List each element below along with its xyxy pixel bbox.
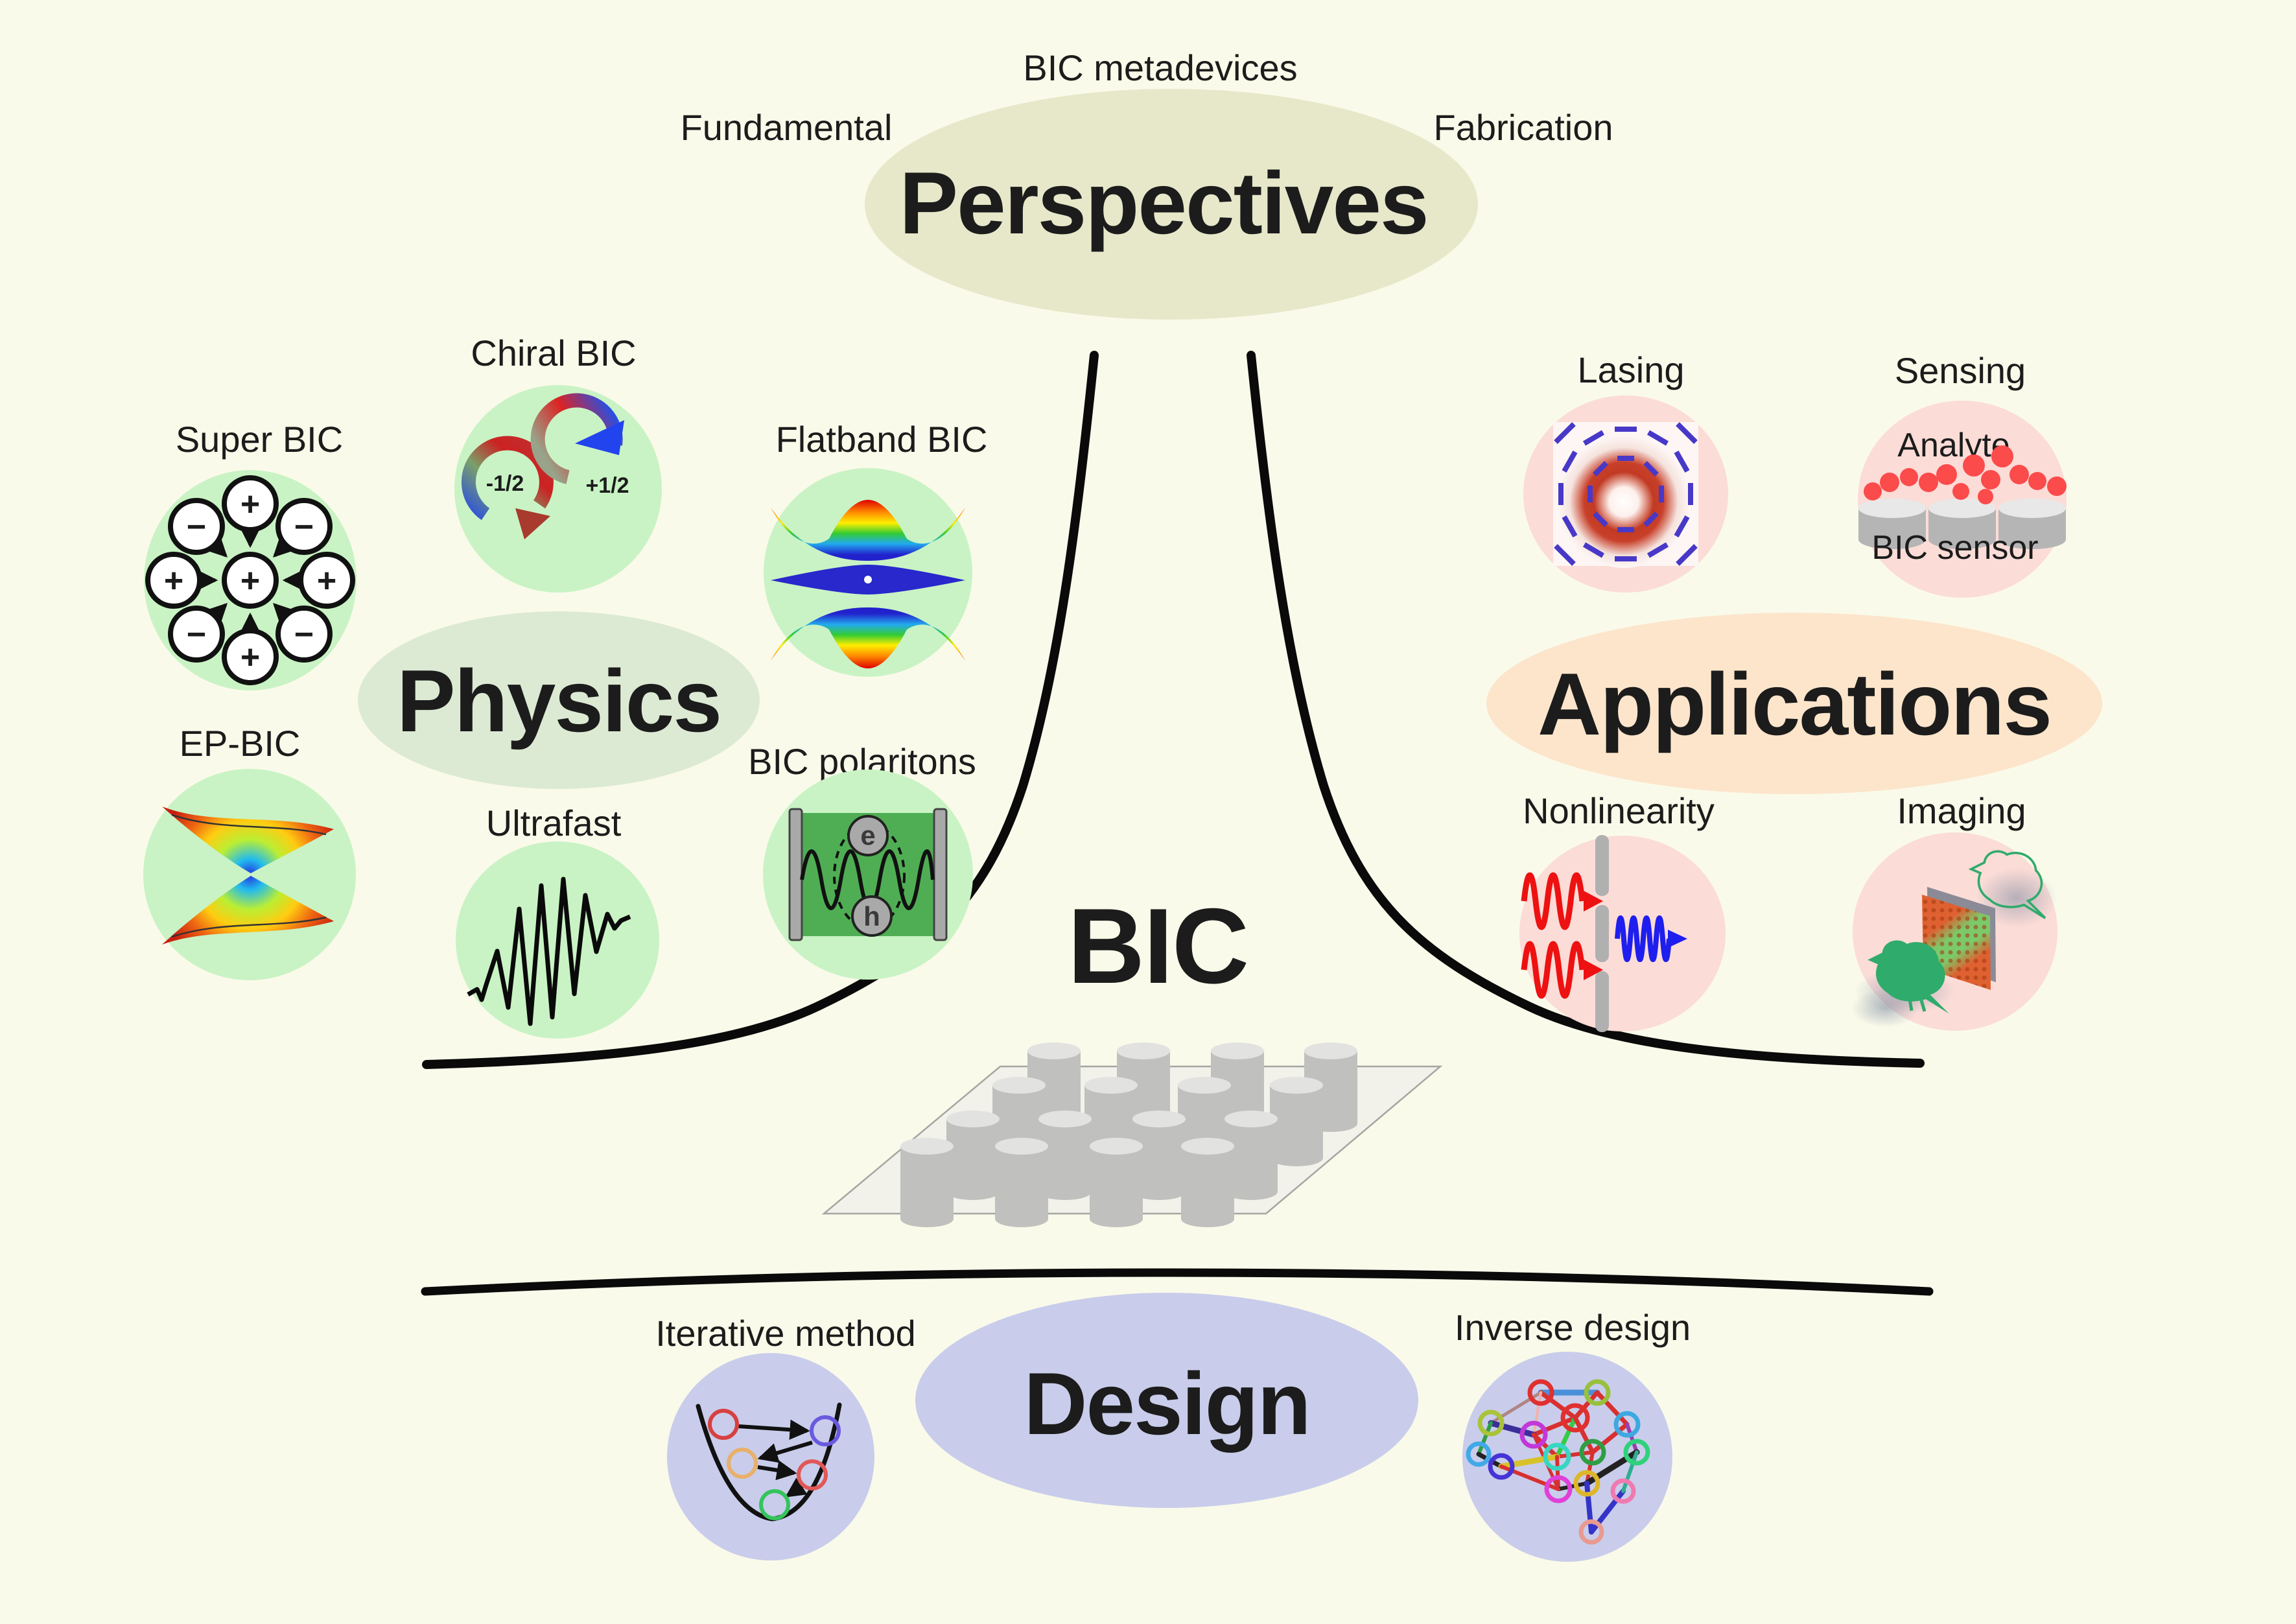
label-ultrafast: Ultrafast (486, 803, 622, 843)
harmonic-wave (1615, 915, 1672, 962)
network-nodes (1466, 1379, 1650, 1545)
bic-polaritons-icon: e h (763, 770, 973, 980)
analyte-molecules (1864, 445, 2067, 504)
nonlinearity-icon (1519, 835, 1726, 1032)
label-inverse-design: Inverse design (1455, 1307, 1691, 1348)
svg-text:−: − (187, 508, 206, 546)
charge-plus: + (240, 562, 260, 600)
physics-section: Physics Super BIC (143, 333, 987, 1039)
svg-text:+1/2: +1/2 (585, 473, 629, 498)
inverse-design-icon (1462, 1352, 1672, 1562)
super-bic-icon: + + − + − + − + − (144, 470, 357, 690)
svg-text:-1/2: -1/2 (486, 471, 524, 496)
applications-section: Applications Lasing Sensing (1486, 349, 2102, 1032)
pulse-waveform (467, 877, 631, 1026)
electron-label: e (860, 820, 875, 851)
label-sensing: Sensing (1895, 350, 2026, 391)
ultrafast-icon (456, 841, 659, 1039)
metasurface-slabs (1595, 835, 1609, 1032)
vortex-minus-half: -1/2 (461, 436, 554, 539)
flatband-bic-icon (764, 468, 972, 677)
iterative-method-icon (667, 1353, 874, 1560)
design-section: Design Iterative method Inverse design (655, 1293, 1691, 1562)
analyte-label: Analyte (1897, 427, 2009, 464)
center-bic-label: BIC (1068, 886, 1248, 1006)
optimization-steps (708, 1409, 841, 1520)
svg-text:−: − (294, 508, 314, 546)
label-imaging: Imaging (1897, 790, 2026, 831)
svg-text:+: + (317, 562, 336, 600)
lasing-icon (1523, 395, 1728, 593)
label-iterative-method: Iterative method (655, 1313, 916, 1354)
chiral-bic-icon: -1/2 +1/2 (454, 385, 662, 593)
bic-sensor-label: BIC sensor (1871, 529, 2038, 567)
label-ep-bic: EP-BIC (180, 723, 301, 764)
svg-text:−: − (294, 616, 314, 653)
cavity-mirror-right (933, 808, 948, 941)
laser-mode-spot (1558, 436, 1690, 568)
label-bic-metadevices: BIC metadevices (1023, 47, 1297, 88)
svg-text:−: − (187, 616, 206, 653)
polarization-dashes (1554, 422, 1698, 566)
label-fabrication: Fabrication (1433, 107, 1613, 148)
svg-text:+: + (164, 562, 183, 600)
physics-ellipse (358, 611, 760, 789)
curve-right-branch (1247, 351, 1925, 1068)
design-title: Design (1024, 1354, 1309, 1453)
applications-ellipse (1486, 613, 2102, 794)
label-fundamental: Fundamental (681, 107, 893, 148)
svg-text:+: + (240, 639, 260, 676)
imaging-icon (1851, 832, 2057, 1031)
label-flatband-bic: Flatband BIC (776, 419, 988, 460)
label-lasing: Lasing (1577, 349, 1684, 390)
applications-title: Applications (1538, 655, 2051, 753)
pump-waves (1521, 872, 1586, 999)
sensing-icon: Analyte BIC sensor (1858, 401, 2067, 598)
hole-label: h (863, 901, 880, 932)
label-super-bic: Super BIC (176, 419, 343, 460)
ep-bic-icon (143, 769, 356, 980)
label-chiral-bic: Chiral BIC (471, 333, 636, 373)
physics-title: Physics (397, 652, 721, 750)
design-separator-line (421, 1268, 1934, 1296)
vortex-plus-half: +1/2 (530, 393, 629, 498)
cavity-mirror-left (788, 808, 803, 941)
svg-text:+: + (240, 486, 260, 523)
design-ellipse (915, 1293, 1418, 1508)
perspectives-ellipse (865, 89, 1478, 320)
label-nonlinearity: Nonlinearity (1523, 790, 1715, 831)
metasurface-illustration (821, 1042, 1443, 1227)
perspectives-title: Perspectives (899, 154, 1427, 252)
perspectives-section: BIC metadevices Fundamental Fabrication … (681, 47, 1613, 320)
